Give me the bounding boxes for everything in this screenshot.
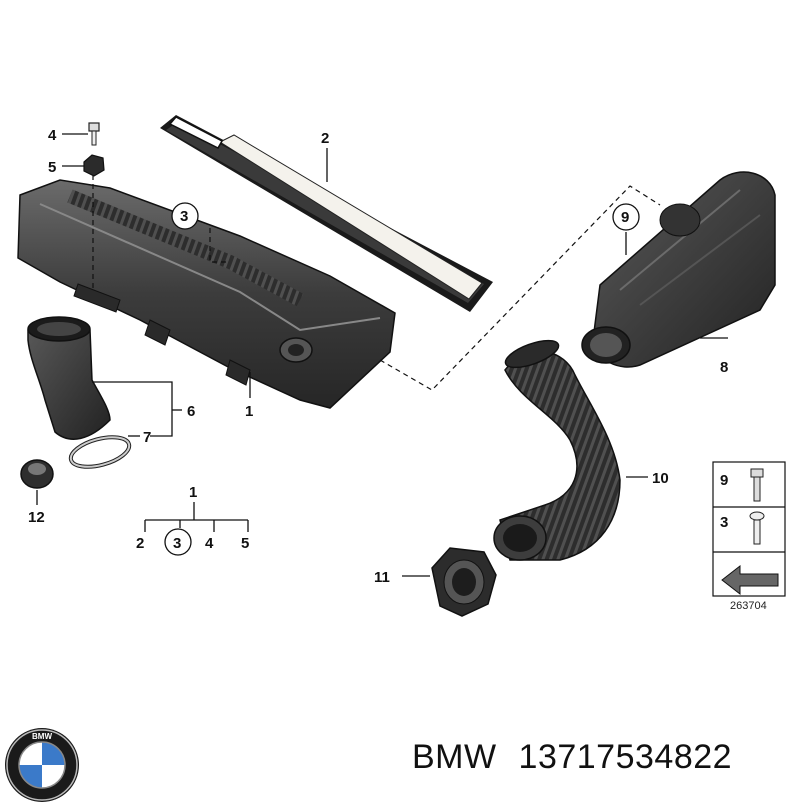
callout-1: 1 [245,403,253,420]
arrow-icon [721,564,779,596]
tree-child-3: 3 [173,535,181,552]
callout-8: 8 [720,359,728,376]
leader-lines [36,133,728,577]
tree-child-3-circle [164,528,192,556]
tree-child-5: 5 [241,535,249,552]
callout-2: 2 [321,130,329,147]
callout-3: 3 [180,208,188,225]
callout-6: 6 [187,403,195,420]
intake-silencer [581,171,776,368]
callout-4: 4 [48,127,57,144]
callout-9: 9 [621,209,629,226]
callout-11: 11 [374,569,390,586]
callout-7: 7 [143,429,151,446]
brand-name: BMW [412,738,497,776]
legend-row-9: 9 [720,472,728,489]
part-number: 13717534822 [518,738,733,776]
callout-3-circle [171,202,199,230]
callout-9-circle [612,203,640,231]
diagram-code: 263704 [730,600,767,612]
screw-icon [749,511,765,545]
air-filter-housing [17,179,396,409]
legend-row-3: 3 [720,514,728,531]
bolt-part [88,122,100,146]
svg-text:BMW: BMW [32,732,52,741]
air-filter-element [160,115,493,312]
hose-clamp [68,435,132,469]
tree-child-4: 4 [205,535,214,552]
connection-lines [92,175,661,391]
callout-5: 5 [48,159,56,176]
intake-duct-elbow [27,316,111,440]
tree-child-2: 2 [136,535,144,552]
tree-root-label: 1 [189,484,197,501]
assembly-tree: 1 2 3 4 5 [136,484,249,556]
corrugated-hose [493,339,621,561]
bmw-logo: BMW [5,728,79,802]
part-number-caption: BMW 13717534822 [412,738,732,777]
nut-part [83,154,105,177]
adapter-ring [431,547,497,617]
callout-10: 10 [652,470,669,487]
callout-12: 12 [28,509,45,526]
fastener-legend: 9 3 263704 [712,461,786,612]
grommet-part [20,459,54,489]
bolt-icon [750,468,764,502]
callout-labels: 4 5 2 3 6 7 1 9 8 10 11 12 [28,127,728,586]
